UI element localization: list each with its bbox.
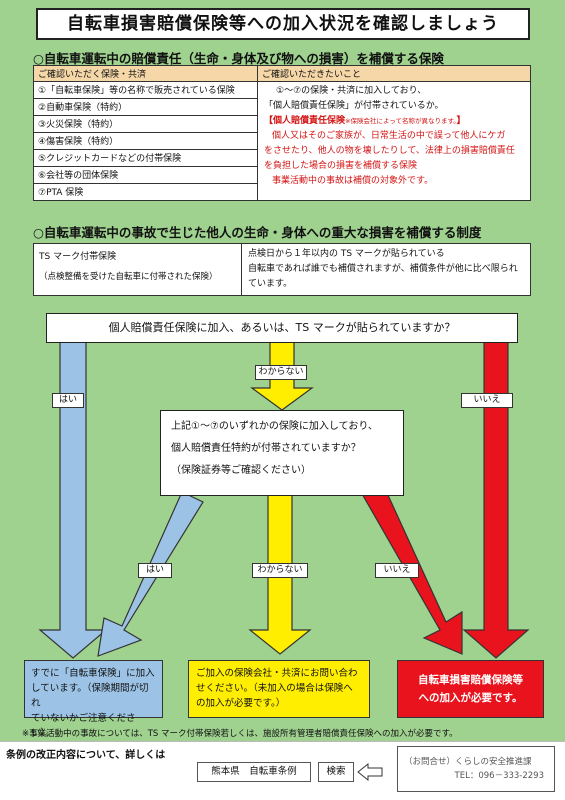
ts-table: TS マーク付帯保険 （点検整備を受けた自転車に付帯された保険） 点検日から１年… — [33, 243, 531, 296]
label-yes-2: はい — [138, 563, 172, 578]
question2-box: 上記①〜⑦のいずれかの保険に加入しており、 個人賠償責任特約が付帯されていますか… — [160, 410, 404, 496]
ts-line: 自転車であれば誰でも補償されますが、補償条件が他に比べ限られ — [248, 264, 518, 274]
note-title-close: 】 — [456, 116, 466, 126]
result-yes-line: すでに「自転車保険」に加入 — [31, 668, 155, 679]
result-unknown-line: せください。（未加入の場合は保険へ — [196, 683, 353, 694]
note-line: 個人又はそのご家族が、日常生活の中で誤って他人にケガ — [272, 131, 506, 141]
question2-line: （保険証券等ご確認ください） — [171, 465, 311, 476]
ts-title: TS マーク付帯保険 — [39, 252, 117, 262]
note-title: 【個人賠償責任保険※保険会社によって名称が異なります。】 — [264, 114, 524, 129]
red-arrow-right — [462, 339, 530, 659]
label-unknown-1: わからない — [255, 365, 307, 380]
note-title-small: ※保険会社によって名称が異なります。 — [345, 117, 457, 125]
search-input[interactable]: 熊本県 自転車条例 — [197, 762, 311, 782]
result-yes-box: すでに「自転車保険」に加入 しています。（保険期間が切れ ていないかご注意くださ… — [24, 660, 163, 739]
ts-right-cell: 点検日から１年以内の TS マークが貼られている 自転車であれば誰でも補償されま… — [241, 243, 531, 296]
section2-heading: ○自転車運転中の事故で生じた他人の生命・身体への重大な損害を補償する制度 — [33, 225, 482, 240]
contact-line: TEL：096－333-2293 — [454, 771, 544, 781]
ts-line: ています。 — [248, 279, 293, 289]
insurance-col-header: ご確認いただく保険・共済 — [33, 65, 258, 82]
page-title: 自転車損害賠償保険等への加入状況を確認しましょう — [36, 8, 530, 40]
question2-line: 上記①〜⑦のいずれかの保険に加入しており、 — [171, 421, 378, 432]
contact-line: （お問合せ）くらしの安全推進課 — [404, 757, 532, 767]
result-yes-line: しています。（保険期間が切れ — [31, 683, 149, 709]
pointer-arrow-icon — [357, 762, 383, 782]
blue-arrow-left — [38, 339, 108, 659]
result-no-line: 自転車損害賠償保険等 — [418, 674, 523, 686]
footnote: ※事業活動中の事故については、TS マーク付帯保険若しくは、施設所有管理者賠償責… — [22, 729, 458, 739]
search-button[interactable]: 検索 — [318, 762, 354, 782]
note-line: 事業活動中の事故は補償の対象外です。 — [272, 176, 434, 186]
footer-text: 条例の改正内容について、詳しくは — [6, 750, 166, 761]
ts-line: 点検日から１年以内の TS マークが貼られている — [248, 249, 445, 259]
result-yes-line: ていないかご注意ください）。 — [31, 713, 136, 739]
label-no-2: いいえ — [375, 563, 419, 578]
insurance-item: ⑦PTA 保険 — [33, 183, 258, 201]
section1-heading: ○自転車運転中の賠償責任（生命・身体及び物への損害）を補償する保険 — [33, 51, 444, 66]
ts-left-cell: TS マーク付帯保険 （点検整備を受けた自転車に付帯された保険） — [33, 243, 242, 296]
note-title-text: 【個人賠償責任保険 — [264, 116, 346, 126]
question2-line: 個人賠償責任特約が付帯されていますか？ — [171, 443, 361, 454]
ts-sub: （点検整備を受けた自転車に付帯された保険） — [39, 272, 218, 282]
result-no-box: 自転車損害賠償保険等 への加入が必要です。 — [397, 660, 544, 718]
contact-box: （お問合せ）くらしの安全推進課 TEL：096－333-2293 — [397, 746, 555, 792]
question1-box: 個人賠償責任保険に加入、あるいは、TS マークが貼られていますか？ — [46, 313, 518, 343]
check-cell: ①〜⑦の保険・共済に加入しており、 「個人賠償責任保険」が付帯されているか。 【… — [257, 81, 531, 201]
insurance-table: ご確認いただく保険・共済 ご確認いただきたいこと ①「自転車保険」等の名称で販売… — [33, 65, 531, 201]
result-unknown-line: の加入が必要です。） — [196, 698, 286, 709]
result-unknown-line: ご加入の保険会社・共済にお問い合わ — [196, 668, 358, 679]
note-line: を負担した場合の損害を補償する保険 — [264, 161, 418, 171]
label-yes-1: はい — [52, 393, 84, 408]
check-line: 「個人賠償責任保険」が付帯されているか。 — [264, 101, 444, 111]
label-unknown-2: わからない — [252, 563, 308, 578]
note-line: をさせたり、他人の物を壊したりして、法律上の損害賠償責任 — [264, 146, 515, 156]
label-no-1: いいえ — [461, 393, 513, 408]
check-line: ①〜⑦の保険・共済に加入しており、 — [276, 86, 427, 96]
result-unknown-box: ご加入の保険会社・共済にお問い合わ せください。（未加入の場合は保険へ の加入が… — [188, 660, 370, 718]
result-no-line: への加入が必要です。 — [418, 692, 523, 704]
